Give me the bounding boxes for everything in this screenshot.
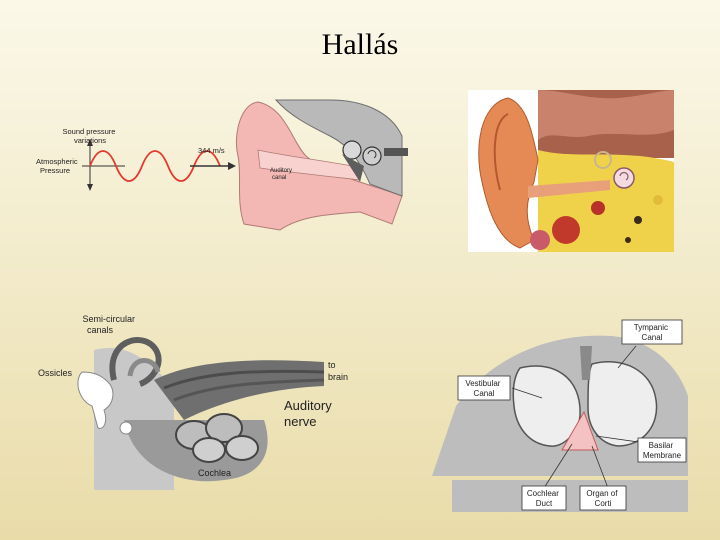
cochlea-small — [363, 147, 381, 165]
slide-title: Hallás — [0, 28, 720, 62]
auditory-nerve-label: Auditory nerve — [284, 398, 335, 429]
cochlea-label: Cochlea — [198, 468, 231, 478]
auditory-nerve-small — [384, 148, 408, 156]
semicircular-label: Semi-circular canals — [82, 314, 137, 335]
photo-cochlea — [614, 168, 634, 188]
sound-wave-ear-diagram: Sound pressure variations Atmospheric Pr… — [30, 96, 410, 236]
cochlea-cross-section: Tympanic Canal Vestibular Canal Basilar … — [432, 316, 688, 512]
cochlear-duct-label: Cochlear Duct — [522, 486, 566, 510]
basilar-label: Basilar Membrane — [638, 438, 686, 462]
organ-of-corti-label: Organ of Corti — [580, 486, 626, 510]
vestibular-label: Vestibular Canal — [458, 376, 510, 400]
to-brain-label: to brain — [328, 360, 348, 382]
tympanic-label: Tympanic Canal — [622, 320, 682, 344]
ear-anatomy-photo — [468, 90, 674, 252]
ossicles-label: Ossicles — [38, 368, 73, 378]
inner-ear-diagram: Semi-circular canals Ossicles to brain A… — [34, 310, 370, 490]
atmospheric-label: Atmospheric Pressure — [36, 157, 80, 175]
sound-pressure-label: Sound pressure variations — [62, 127, 117, 145]
speed-label: 344 m/s — [198, 146, 225, 155]
